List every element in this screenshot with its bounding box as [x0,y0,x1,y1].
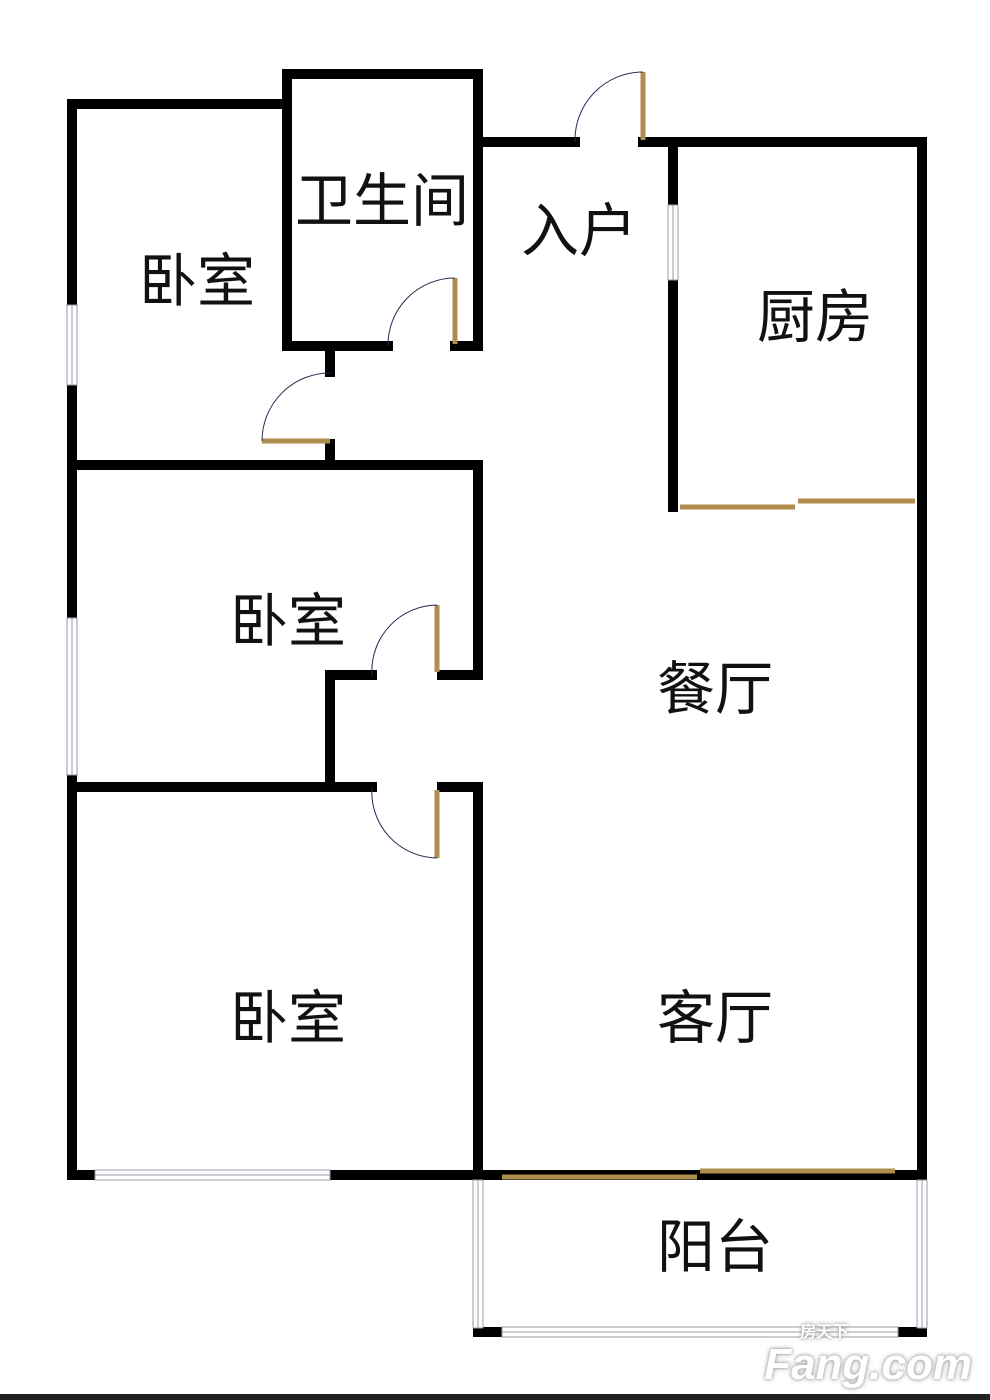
room-label-dining: 餐厅 [657,655,773,723]
room-label-balcony: 阳台 [657,1213,773,1281]
windows [66,204,928,1338]
bottom-border [0,1394,990,1400]
room-label-living: 客厅 [657,984,773,1052]
room-label-bathroom: 卫生间 [295,167,469,235]
watermark-cn: 房天下 [800,1324,849,1341]
room-label-entry: 入户 [521,197,637,265]
room-label-bedroom-top: 卧室 [139,247,255,315]
door-swings [261,71,644,859]
room-label-bedroom-bottom: 卧室 [230,984,346,1052]
room-label-bedroom-middle: 卧室 [230,587,346,655]
watermark-logo: 房天下 Fang.com [764,1324,972,1388]
watermark-brand: Fang.com [764,1340,972,1389]
doors [262,72,915,1180]
room-label-kitchen: 厨房 [757,283,873,351]
